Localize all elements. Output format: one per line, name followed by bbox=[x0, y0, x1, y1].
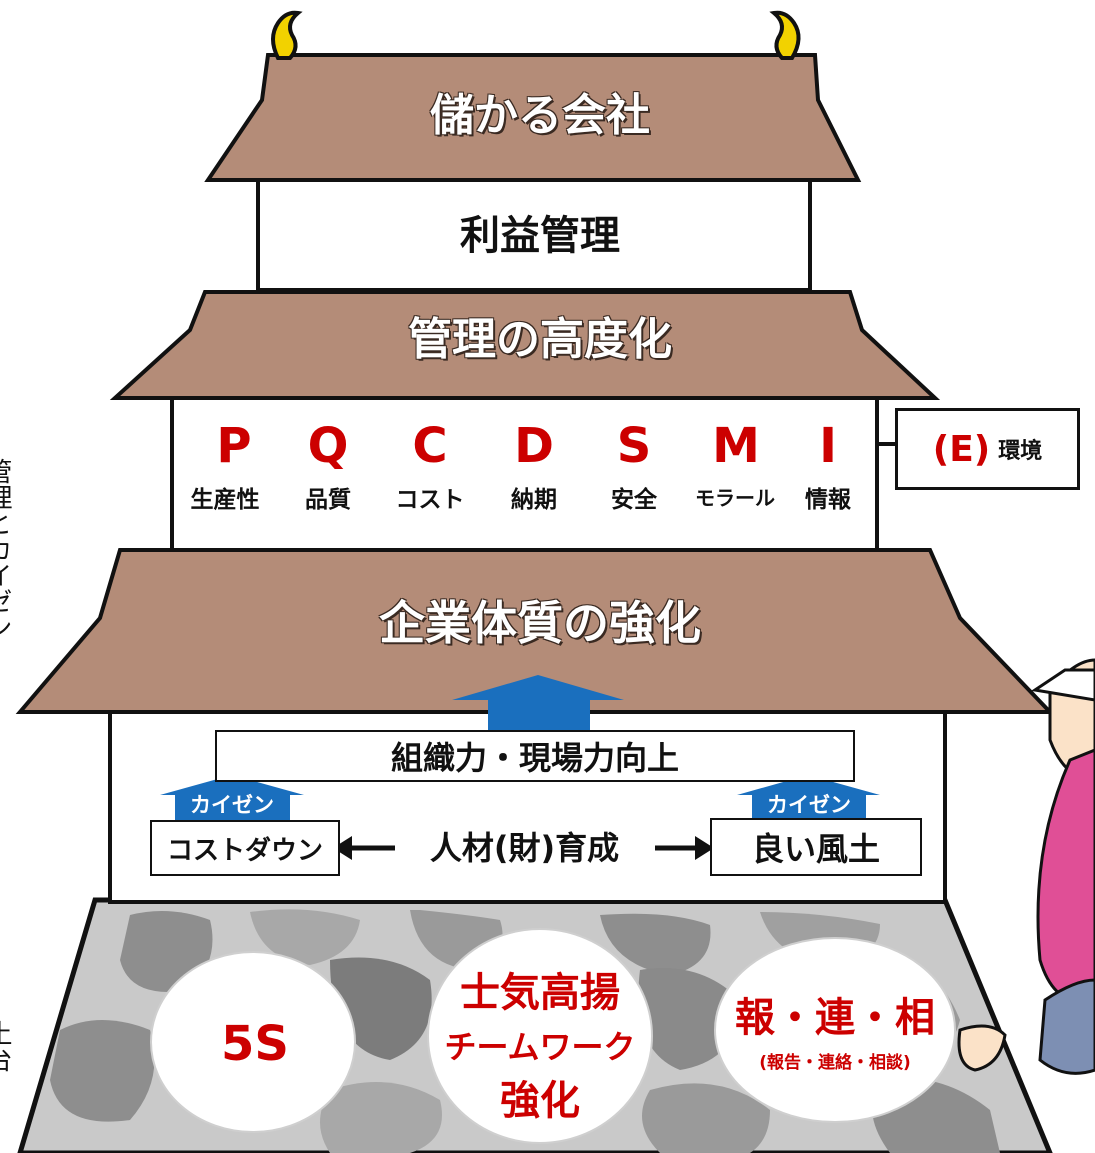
label-cost: コスト bbox=[395, 487, 465, 513]
letter-m: M bbox=[712, 418, 760, 474]
good-culture-box: 良い風土 bbox=[710, 818, 922, 876]
arrow-left-to-cost bbox=[333, 836, 395, 860]
stone-hourensou bbox=[714, 937, 956, 1123]
letter-q: Q bbox=[307, 418, 349, 474]
wall-top bbox=[256, 178, 812, 292]
label-delivery: 納期 bbox=[511, 487, 557, 513]
morale-label: 士気高揚 bbox=[460, 970, 620, 1016]
roof-bottom-title: 企業体質の強化 bbox=[379, 596, 701, 650]
ornament-right-icon bbox=[769, 10, 801, 60]
letter-c: C bbox=[412, 418, 448, 474]
five-s-label: 5S bbox=[221, 1016, 289, 1072]
label-information: 情報 bbox=[805, 487, 851, 513]
letter-s: S bbox=[616, 418, 652, 474]
stone-5s bbox=[150, 951, 356, 1133]
label-quality: 品質 bbox=[305, 487, 351, 513]
environment-letter: (E) bbox=[932, 428, 991, 470]
pqcdsmi-row: P 生産性 Q 品質 C コスト D 納期 S 安全 M モラール I 情報 bbox=[180, 418, 870, 518]
roof-middle-title: 管理の高度化 bbox=[408, 314, 672, 365]
hourensou-label: 報・連・相 bbox=[735, 995, 935, 1041]
roof-top-title: 儲かる会社 bbox=[430, 90, 650, 141]
label-morale: モラール bbox=[695, 486, 775, 510]
hourensou-sub-label: (報告・連絡・相談) bbox=[759, 1053, 911, 1073]
profit-management-label: 利益管理 bbox=[460, 213, 620, 259]
ornament-left-icon bbox=[271, 10, 303, 60]
roof-middle bbox=[109, 290, 941, 400]
letter-d: D bbox=[514, 418, 554, 474]
strengthen-label: 強化 bbox=[500, 1078, 580, 1124]
kaizen-arrow-left bbox=[160, 775, 304, 820]
side-text-top: 管理とカイゼン bbox=[0, 458, 12, 640]
environment-box: (E) 環境 bbox=[895, 408, 1080, 490]
teamwork-label: チームワーク bbox=[444, 1028, 636, 1066]
kaizen-tag-right: カイゼン bbox=[767, 793, 851, 817]
side-text-bottom: 土台 bbox=[0, 1020, 12, 1072]
label-safety: 安全 bbox=[611, 487, 657, 513]
roof-top bbox=[204, 53, 862, 182]
org-strength-box: 組織力・現場力向上 bbox=[215, 730, 855, 782]
character-illustration bbox=[957, 658, 1095, 1075]
kaizen-tag-left: カイゼン bbox=[190, 793, 274, 817]
label-productivity: 生産性 bbox=[190, 487, 260, 513]
letter-i: I bbox=[819, 418, 837, 474]
environment-label: 環境 bbox=[998, 439, 1043, 464]
stone-morale bbox=[427, 928, 653, 1144]
cost-down-box: コストダウン bbox=[150, 820, 340, 876]
kaizen-arrow-right bbox=[737, 775, 880, 820]
letter-p: P bbox=[216, 418, 252, 474]
hr-development-label: 人材(財)育成 bbox=[429, 829, 620, 867]
arrow-right-to-culture bbox=[655, 836, 714, 860]
up-arrow-main bbox=[452, 675, 624, 732]
